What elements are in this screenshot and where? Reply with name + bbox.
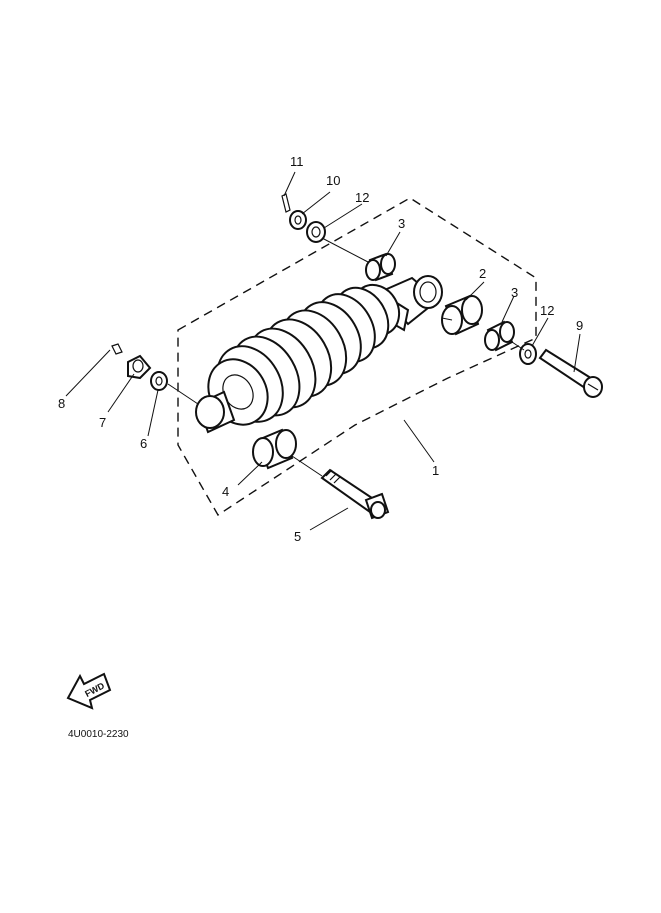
callout-3-right: 3: [511, 285, 518, 300]
callout-5: 5: [294, 529, 301, 544]
callout-12-top: 12: [355, 190, 369, 205]
callout-6: 6: [140, 436, 147, 451]
reference-code: 4U0010-2230: [68, 729, 129, 740]
callout-4: 4: [222, 484, 229, 499]
assembly-centre-lines: [167, 237, 525, 477]
callout-7: 7: [99, 415, 106, 430]
collar-3-top: [365, 252, 396, 282]
callout-11: 11: [290, 154, 304, 169]
cotter-pin-8: [111, 343, 123, 355]
leader-lines: [65, 171, 581, 531]
callout-9: 9: [576, 318, 583, 333]
callout-2: 2: [479, 266, 486, 281]
callout-8: 8: [58, 396, 65, 411]
callout-1: 1: [432, 463, 439, 478]
callout-10: 10: [326, 173, 340, 188]
pin-9: [538, 348, 603, 398]
washer-12-top: [306, 221, 326, 243]
fwd-arrow-icon: FWD: [66, 672, 112, 710]
bolt-5: [320, 468, 390, 520]
bushing-2: [441, 294, 483, 336]
bushing-4: [252, 428, 297, 470]
washer-12-right: [519, 343, 537, 365]
nut-7: [127, 354, 152, 380]
washer-6: [150, 371, 168, 391]
collar-3-right: [484, 320, 515, 352]
callout-12-right: 12: [540, 303, 554, 318]
callout-3-top: 3: [398, 216, 405, 231]
assembly-boundary-dashed: [177, 197, 537, 516]
washer-10: [289, 210, 307, 230]
cotter-pin-11: [281, 193, 291, 213]
shock-absorber: [195, 275, 443, 434]
